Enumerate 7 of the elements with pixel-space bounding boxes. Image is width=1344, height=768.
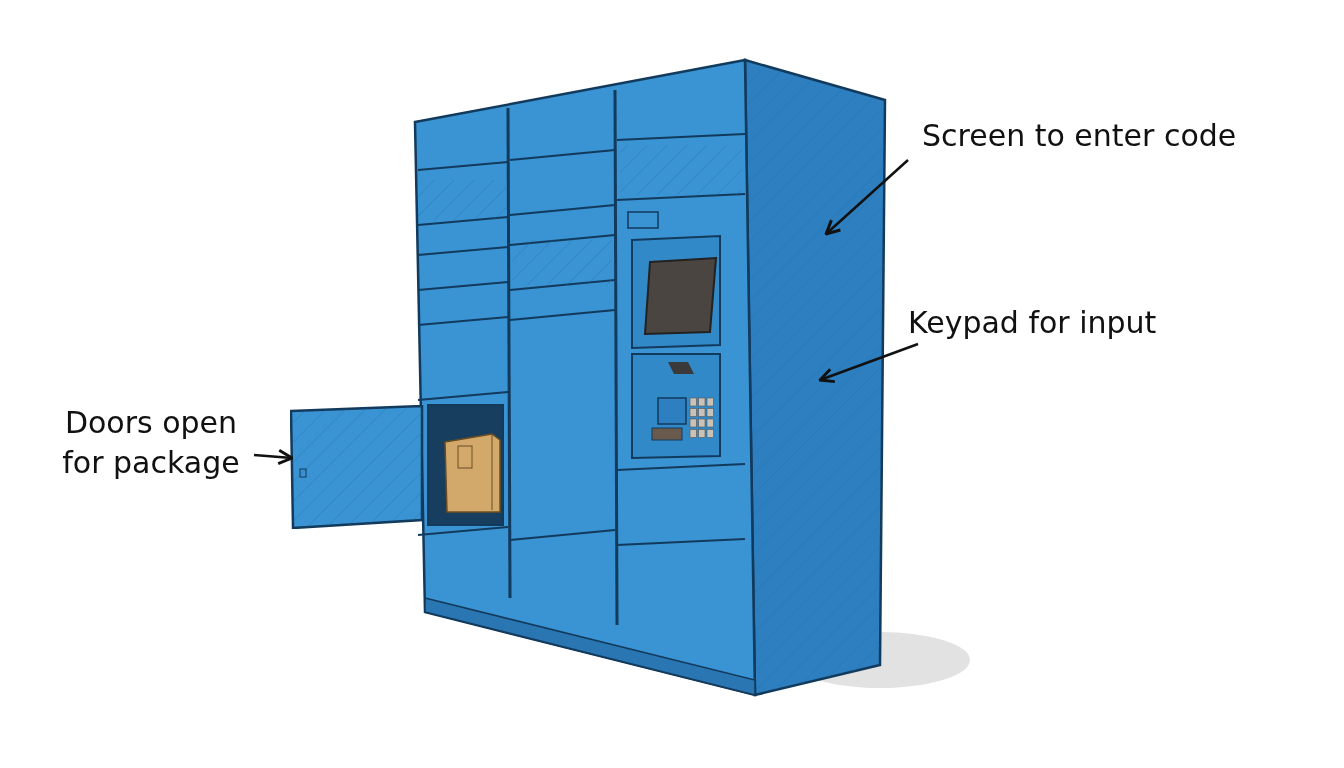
callout-text: Screen to enter code [922, 116, 1302, 156]
callout-text: Keypad for input [908, 303, 1228, 343]
leader-arrow [824, 159, 909, 236]
open-locker-door [290, 405, 424, 529]
callout-text: Doors open for package [40, 403, 262, 483]
leader-arrow [818, 342, 919, 384]
leader-arrow [253, 448, 294, 466]
